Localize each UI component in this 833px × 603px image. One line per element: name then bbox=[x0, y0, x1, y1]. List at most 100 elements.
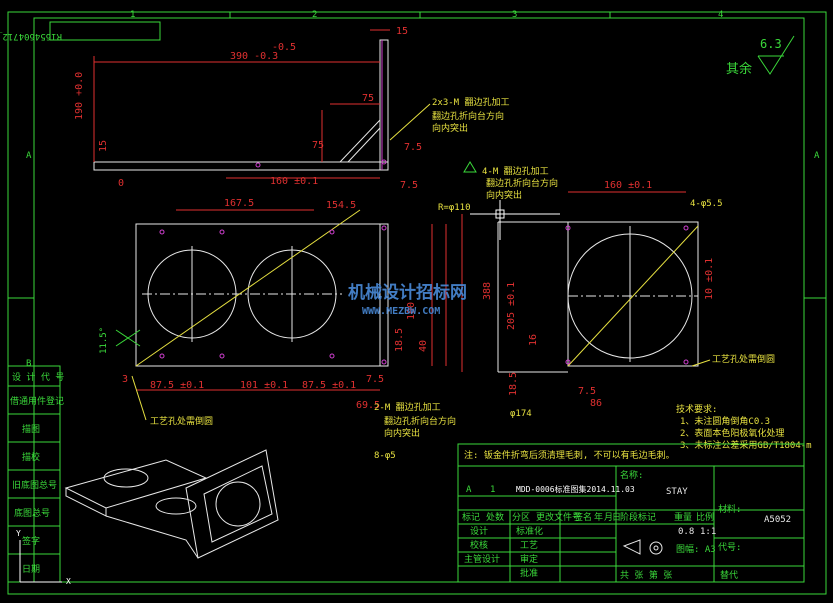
role-design: 设计 bbox=[470, 525, 488, 537]
name-label: 名称: bbox=[620, 469, 643, 481]
zone-number-1: 1 bbox=[130, 10, 135, 20]
dim-right-86: 86 bbox=[590, 398, 602, 409]
role-approve-tech: 审定 bbox=[520, 553, 538, 565]
callout-tap2-sub: 翻边孔折向台方向 bbox=[486, 177, 558, 189]
dim-front-167-5: 167.5 bbox=[224, 198, 254, 209]
dim-left-0: 0 bbox=[118, 178, 124, 189]
inner-frame bbox=[33, 17, 805, 583]
dim-front-205: 205 ±0.1 bbox=[506, 282, 517, 330]
sign-header-2: 处数 bbox=[486, 511, 504, 523]
dim-left-15: 15 bbox=[98, 140, 109, 152]
notes-heading: 技术要求: bbox=[676, 403, 717, 415]
surface-finish-icon bbox=[757, 35, 795, 75]
angle-label: 11.5° bbox=[99, 327, 109, 354]
callout-tap3-sub2: 向内突出 bbox=[384, 427, 420, 439]
dim-front-87-5b: 87.5 ±0.1 bbox=[302, 380, 356, 391]
sign-header-8: 日 bbox=[612, 512, 621, 523]
zone-number-2: 2 bbox=[312, 10, 317, 20]
sign-header-1: 标记 bbox=[462, 511, 480, 523]
left-strip-item-6: 签字 bbox=[22, 535, 40, 547]
ucs-axis-icon: Y X bbox=[16, 529, 71, 586]
left-strip-top-item: 设 计 代 号 bbox=[12, 371, 64, 383]
watermark-line1: 机械设计招标网 bbox=[348, 282, 467, 303]
edge-letter-b: B bbox=[26, 359, 31, 369]
drawing-stamp: R1654604712_A bbox=[0, 31, 62, 41]
side-view: 390 -0.3 -0.5 15 75 75 160 ±0.1 7.5 7.5 … bbox=[74, 26, 422, 191]
stamp-box bbox=[49, 21, 161, 41]
dim-top-7-5b: 7.5 bbox=[404, 142, 422, 153]
dim-top-7-5: 7.5 bbox=[400, 180, 418, 191]
dim-top-length: 390 -0.3 bbox=[230, 51, 278, 62]
dim-front-3: 3 bbox=[122, 374, 128, 385]
sign-header-4: 更改文件号 bbox=[536, 511, 581, 523]
scale-value: 1:1 bbox=[700, 527, 716, 537]
dim-front-7-5: 7.5 bbox=[366, 374, 384, 385]
sign-header-3: 分区 bbox=[512, 512, 530, 523]
dim-top-length-tol: -0.5 bbox=[272, 42, 296, 53]
revision-count: 1 bbox=[490, 485, 495, 495]
cursor-crosshair-icon bbox=[470, 200, 560, 240]
svg-text:X: X bbox=[66, 577, 71, 586]
dim-front-87-5: 87.5 ±0.1 bbox=[150, 380, 204, 391]
callout-tap3: 2-M 翻边孔加工 bbox=[374, 402, 441, 413]
outer-frame bbox=[7, 11, 827, 595]
format-label: 图幅: A3 bbox=[676, 543, 716, 555]
dim-right-18-5: 18.5 bbox=[508, 372, 519, 396]
role-process: 工艺 bbox=[520, 540, 538, 551]
dim-top-thick: 15 bbox=[396, 26, 408, 37]
left-strip-item-2: 描图 bbox=[22, 423, 40, 435]
right-view: 160 ±0.1 10 ±0.1 16 7.5 86 18.5 bbox=[497, 180, 715, 409]
code-label: 代号: bbox=[718, 542, 741, 553]
scale-label: 比例 bbox=[696, 511, 714, 523]
dim-top-75: 75 bbox=[362, 93, 374, 104]
surface-value: 6.3 bbox=[760, 37, 782, 51]
callout-relief1: 工艺孔处需倒圆 bbox=[150, 415, 213, 427]
sign-header-7: 月 bbox=[604, 512, 613, 523]
projection-circle-icon bbox=[649, 541, 663, 555]
dim-right-10: 10 ±0.1 bbox=[704, 258, 715, 300]
callout-hole-small2: 8-φ5 bbox=[374, 451, 396, 461]
dim-front-40: 40 bbox=[418, 340, 429, 352]
role-approve: 批准 bbox=[520, 567, 538, 579]
angle-marker-icon bbox=[115, 329, 141, 347]
callout-tap1-sub2: 向内突出 bbox=[432, 122, 468, 134]
edge-letter-a: A bbox=[26, 151, 32, 161]
dim-front-100: 100 bbox=[406, 302, 417, 320]
dim-right-7-5: 7.5 bbox=[578, 386, 596, 397]
zone-number-3: 3 bbox=[512, 10, 517, 20]
sign-header-5: 签名 bbox=[574, 511, 592, 523]
left-strip-item-3: 描校 bbox=[22, 451, 40, 463]
dim-top-160: 160 ±0.1 bbox=[270, 176, 318, 187]
dim-right-16: 16 bbox=[528, 334, 539, 346]
material-label: 材料: bbox=[718, 503, 741, 515]
weight-value: 0.8 bbox=[678, 527, 694, 537]
callout-tap1-sub: 翻边孔折向台方向 bbox=[432, 110, 504, 122]
callout-hole-small: 4-φ5.5 bbox=[690, 199, 723, 209]
callout-relief2: 工艺孔处需倒圆 bbox=[712, 353, 775, 365]
title-block: 注: 钣金件折弯后须清理毛刺, 不可以有毛边毛刺。 A 1 MDD-0006标准… bbox=[457, 443, 805, 583]
edge-letter-a-right: A bbox=[814, 151, 820, 161]
left-strip-item-7: 日期 bbox=[22, 564, 40, 575]
role-chief: 主管设计 bbox=[464, 553, 500, 565]
part-name: STAY bbox=[666, 487, 688, 497]
weight-label: 重量 bbox=[674, 511, 692, 523]
replace-label: 替代 bbox=[720, 569, 738, 581]
callout-tap2: 4-M 翻边孔加工 bbox=[482, 166, 549, 177]
dim-front-18-5: 18.5 bbox=[394, 328, 405, 352]
role-check: 校核 bbox=[470, 539, 488, 551]
dim-right-160: 160 ±0.1 bbox=[604, 180, 652, 191]
sheets-label: 共 张 第 张 bbox=[620, 569, 672, 581]
left-strip-item-5: 底图总号 bbox=[14, 507, 50, 519]
dim-front-101: 101 ±0.1 bbox=[240, 380, 288, 391]
revision-triangle-icon bbox=[463, 161, 477, 173]
watermark-line2: WWW.MEZBW.COM bbox=[362, 306, 440, 317]
dim-left-190: 190 +0.0 bbox=[74, 72, 85, 120]
svg-text:Y: Y bbox=[16, 529, 21, 538]
notes-line-2: 2、表面本色阳极氧化处理 bbox=[680, 427, 784, 439]
zone-number-4: 4 bbox=[718, 10, 723, 20]
callout-tap2-sub2: 向内突出 bbox=[486, 189, 522, 201]
surface-label: 其余 bbox=[726, 61, 752, 77]
callout-tap3-sub: 翻边孔折向台方向 bbox=[384, 415, 456, 427]
dim-front-154-5: 154.5 bbox=[326, 200, 356, 211]
